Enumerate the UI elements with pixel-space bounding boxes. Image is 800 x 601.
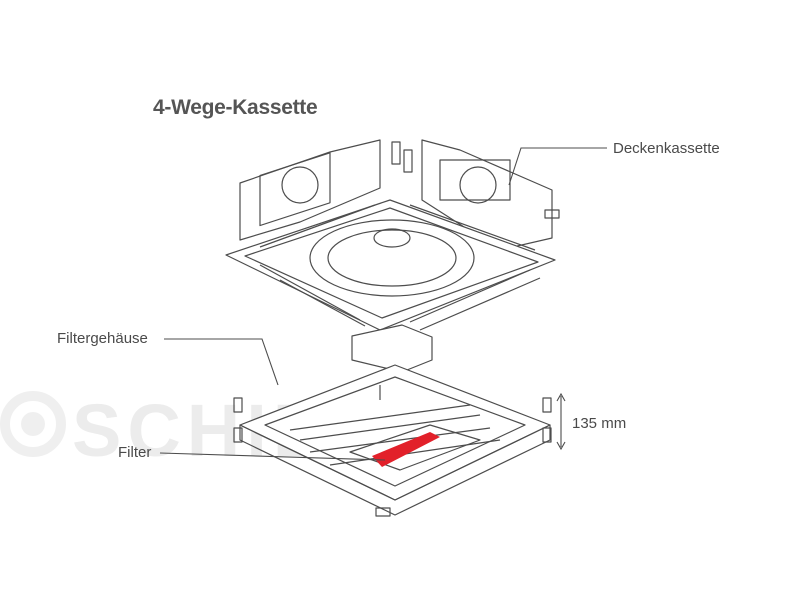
filter-housing-unit	[233, 324, 552, 517]
leader-filter-housing	[164, 338, 279, 386]
label-filter: Filter	[118, 444, 152, 461]
label-ceiling-cassette: Deckenkassette	[613, 140, 720, 157]
filter-highlight	[372, 432, 440, 467]
height-dimension-arrow	[556, 392, 566, 451]
leader-filter	[159, 452, 386, 461]
page-title: 4-Wege-Kassette	[153, 96, 318, 119]
label-filter-housing: Filtergehäuse	[57, 330, 148, 347]
watermark-logo-icon	[0, 391, 66, 457]
label-height-dimension: 135 mm	[572, 415, 627, 432]
leader-lines	[159, 147, 607, 461]
ceiling-cassette-unit	[225, 139, 560, 331]
leader-ceiling-cassette	[508, 147, 607, 186]
